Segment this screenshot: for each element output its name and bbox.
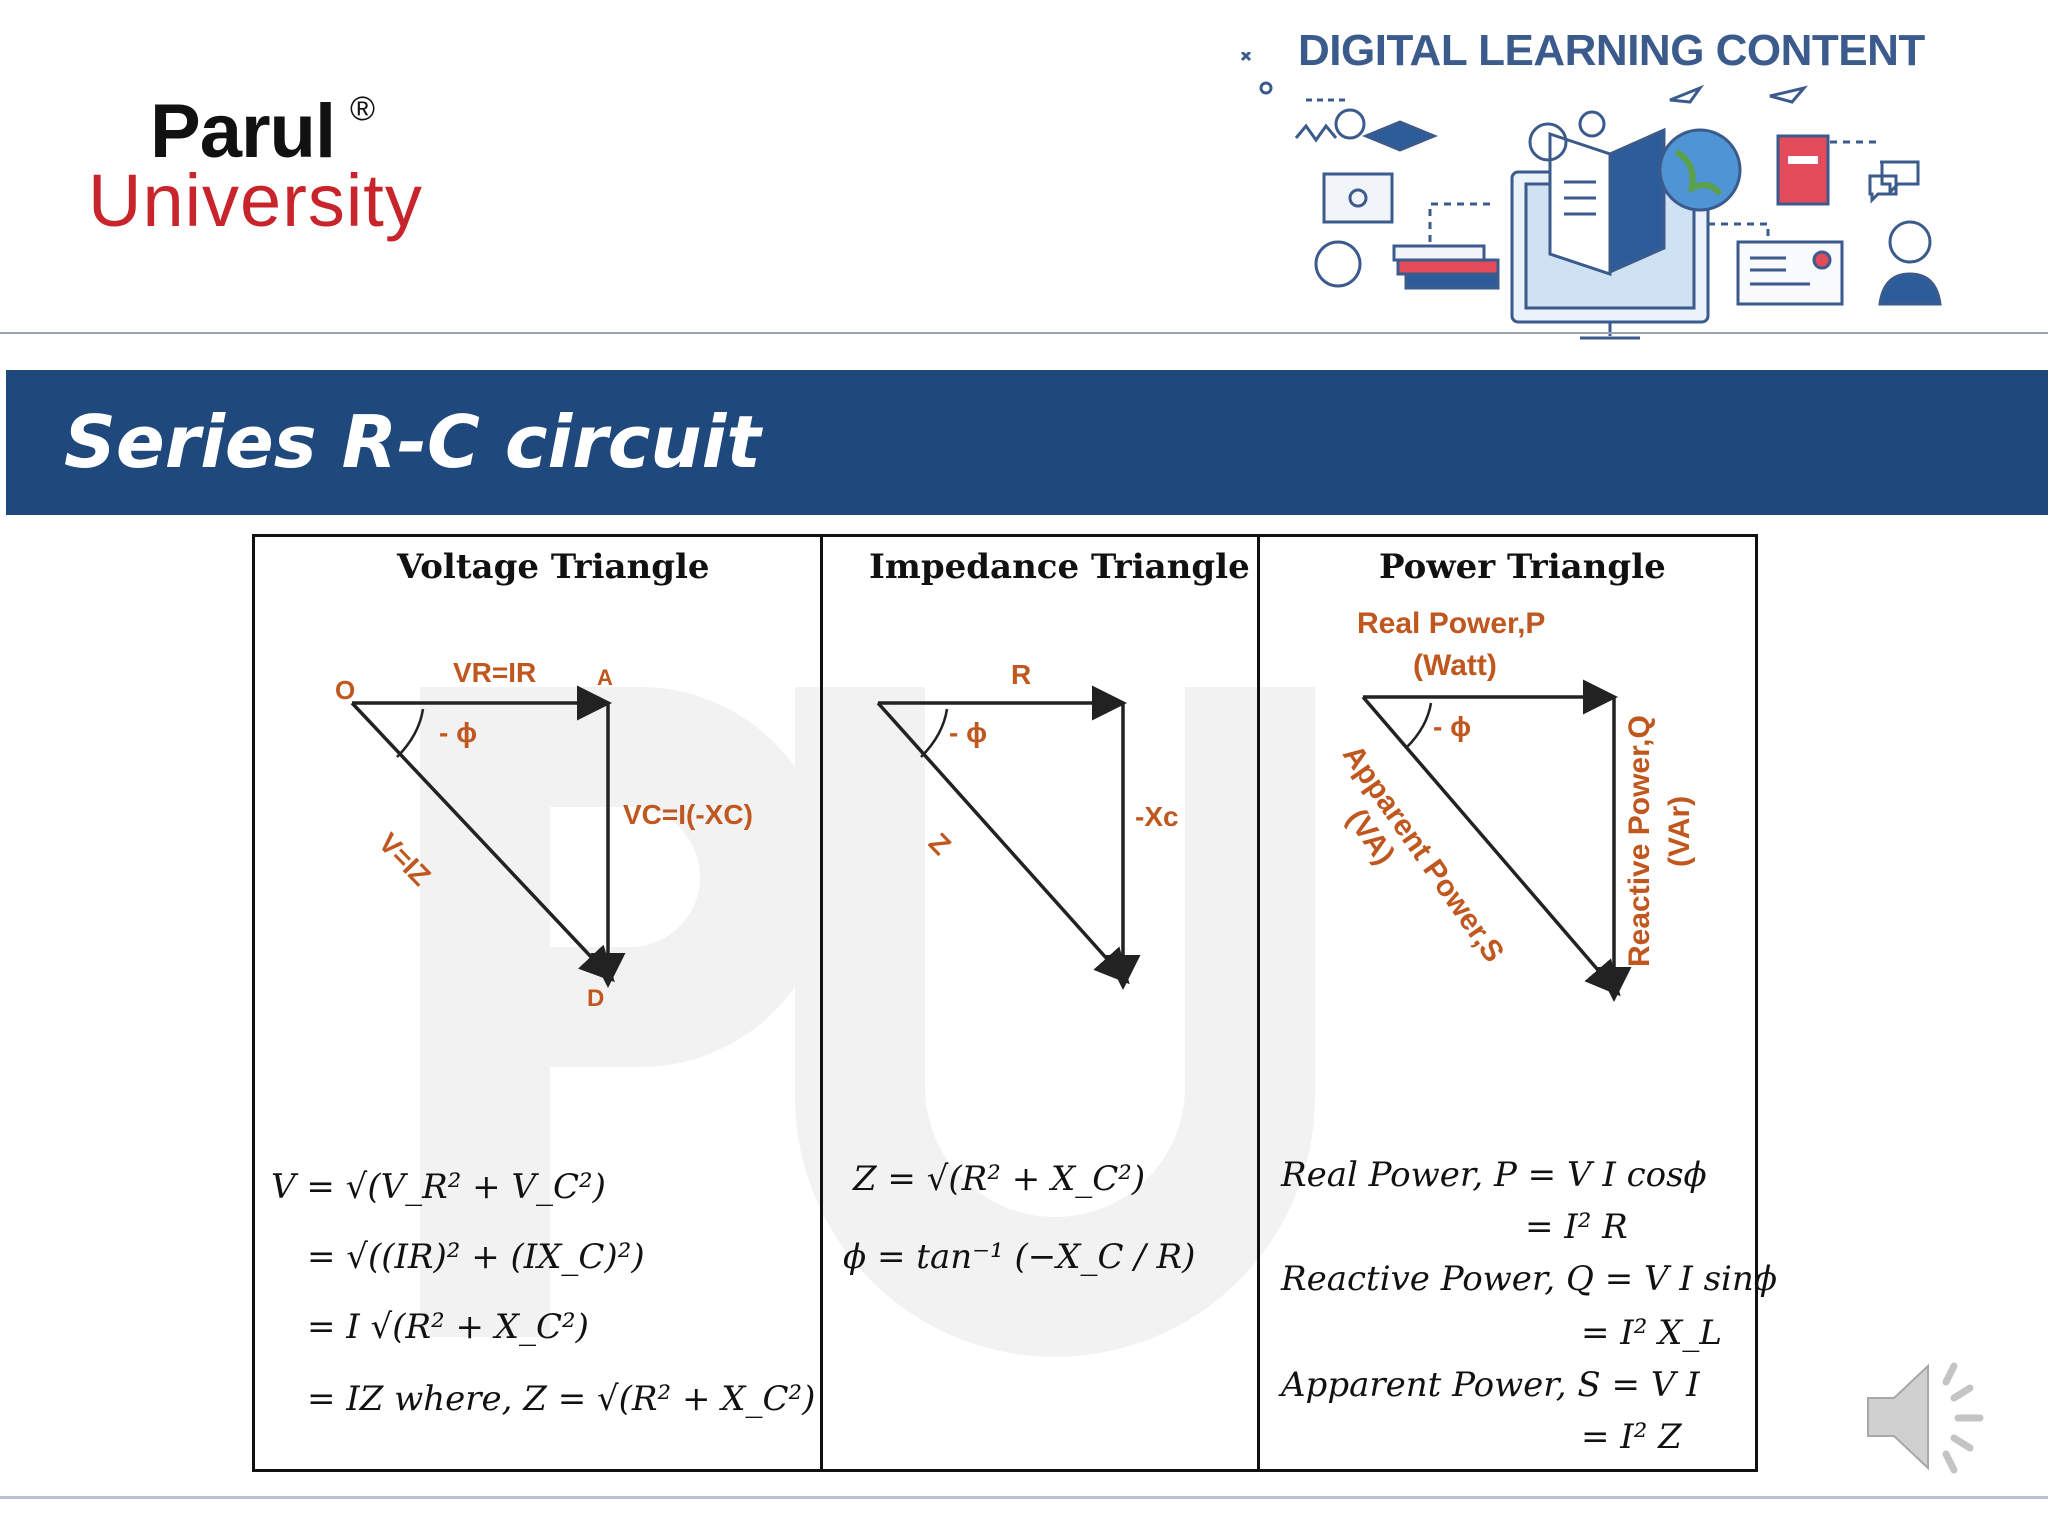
voltage-eq-4: = IZ where, Z = √(R² + X_C²) <box>307 1379 816 1419</box>
point-a-label: A <box>597 665 613 690</box>
vr-label: VR=IR <box>453 657 537 688</box>
impedance-triangle-title: Impedance Triangle <box>869 547 1250 587</box>
voltage-eq-3: = I √(R² + X_C²) <box>307 1307 589 1347</box>
digital-learning-illustration <box>1240 52 1942 340</box>
var-label: (VAr) <box>1663 795 1696 867</box>
power-eq-4: = I² X_L <box>1581 1313 1722 1353</box>
power-eq-6: = I² Z <box>1581 1417 1682 1457</box>
voltage-eq-2: = √((IR)² + (IX_C)²) <box>307 1237 645 1277</box>
power-eq-3: Reactive Power, Q = V I sinϕ <box>1281 1259 1778 1299</box>
impedance-eq-2: ϕ = tan⁻¹ (−X_C / R) <box>843 1237 1196 1277</box>
pu-watermark <box>420 687 1315 1357</box>
registered-mark: ® <box>350 90 376 128</box>
triangles-table: Voltage Triangle Impedance Triangle Powe… <box>252 534 1777 1472</box>
s-arrow <box>1361 695 1621 997</box>
real-power-label: Real Power,P <box>1357 607 1546 640</box>
parul-university-logo: Parul ® University <box>88 88 428 258</box>
voltage-eq-1: V = √(V_R² + V_C²) <box>271 1167 606 1207</box>
xc-label: -Xc <box>1135 801 1179 832</box>
power-eq-1: Real Power, P = V I cosϕ <box>1281 1155 1707 1195</box>
column-divider-2 <box>1257 537 1260 1469</box>
logo-subtitle: University <box>88 159 423 242</box>
digital-learning-title: DIGITAL LEARNING CONTENT <box>1298 26 1925 75</box>
r-label: R <box>1011 659 1032 690</box>
power-angle-label: - ϕ <box>1433 711 1472 742</box>
footer-divider <box>0 1496 2048 1499</box>
slide-title-bar: Series R-C circuit <box>6 370 2048 515</box>
slide-title: Series R-C circuit <box>64 400 761 484</box>
impedance-eq-1: Z = √(R² + X_C²) <box>853 1159 1146 1199</box>
voltage-angle-label: - ϕ <box>439 717 478 748</box>
watt-label: (Watt) <box>1413 649 1497 682</box>
voltage-triangle-title: Voltage Triangle <box>397 547 710 587</box>
logo-name: Parul <box>150 89 336 174</box>
power-eq-5: Apparent Power, S = V I <box>1281 1365 1700 1405</box>
v-arrow <box>350 701 615 983</box>
column-divider-1 <box>820 537 823 1469</box>
header: Parul ® University DIGITAL LEARNING CONT… <box>0 0 2048 340</box>
impedance-angle-arc <box>920 708 949 758</box>
point-o-label: O <box>335 675 356 705</box>
reactive-power-label: Reactive Power,Q <box>1623 715 1656 967</box>
point-d-label: D <box>587 985 605 1012</box>
voltage-angle-arc <box>396 708 425 758</box>
vc-label: VC=I(-XC) <box>623 799 753 830</box>
impedance-angle-label: - ϕ <box>949 717 988 748</box>
power-triangle-title: Power Triangle <box>1379 547 1666 587</box>
header-divider <box>0 332 2048 334</box>
z-arrow <box>876 701 1130 985</box>
power-angle-arc <box>1406 702 1433 748</box>
speaker-icon[interactable] <box>1862 1352 1992 1482</box>
power-eq-2: = I² R <box>1525 1207 1628 1247</box>
triangle-diagrams <box>350 679 1632 1002</box>
